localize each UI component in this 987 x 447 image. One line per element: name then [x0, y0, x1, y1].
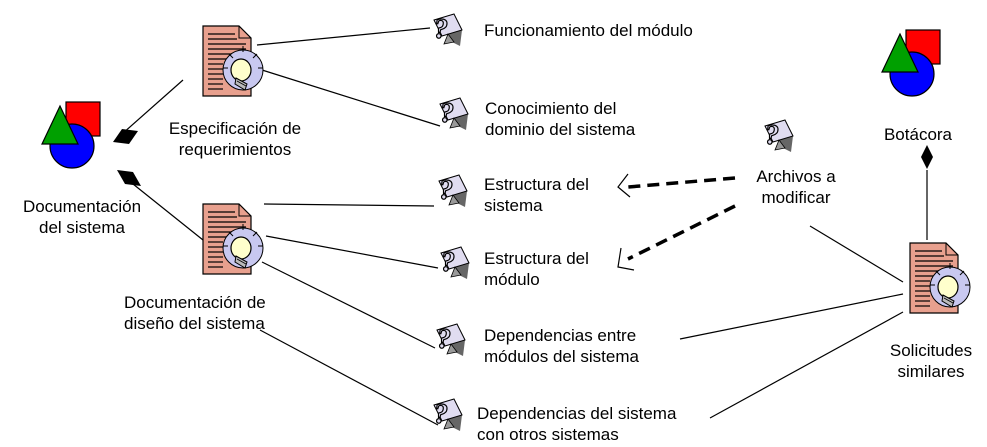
edge-archivos-estructura-sistema	[627, 176, 736, 189]
question-icon	[436, 323, 466, 357]
question-icon	[764, 119, 794, 153]
edge-doc-to-diseno	[127, 179, 204, 241]
document-lightbulb-icon	[202, 203, 264, 275]
composition-diamond-icon	[921, 145, 933, 169]
question-icon	[440, 246, 470, 280]
arrowhead-icon	[617, 247, 635, 271]
composition-diamond-icon	[117, 170, 141, 186]
edge-diseno-estructura-sistema	[263, 203, 435, 207]
arrowhead-icon	[617, 173, 631, 198]
edge-especificacion-funcionamiento	[256, 27, 431, 46]
edge-diseno-dependencias-modulos	[261, 261, 436, 349]
edge-doc-to-especificacion	[121, 79, 184, 135]
composition-diamond-icon	[113, 129, 138, 144]
question-icon	[438, 174, 468, 208]
edge-archivos-estructura-modulo	[627, 204, 736, 261]
edge-especificacion-conocimiento	[261, 69, 441, 127]
question-icon	[433, 398, 463, 432]
shapes-icon	[41, 101, 101, 169]
edge-diseno-dependencias-otros	[259, 329, 439, 426]
document-lightbulb-icon	[202, 25, 264, 97]
document-lightbulb-icon	[909, 242, 971, 314]
edge-solicitudes-dependencias-otros	[709, 311, 904, 419]
question-icon	[439, 97, 469, 131]
shapes-icon	[881, 29, 941, 97]
edge-diseno-estructura-modulo	[265, 235, 439, 269]
edge-solicitudes-dependencias-modulos	[679, 293, 904, 340]
edge-solicitudes-archivos	[809, 225, 904, 283]
question-icon	[433, 13, 463, 47]
